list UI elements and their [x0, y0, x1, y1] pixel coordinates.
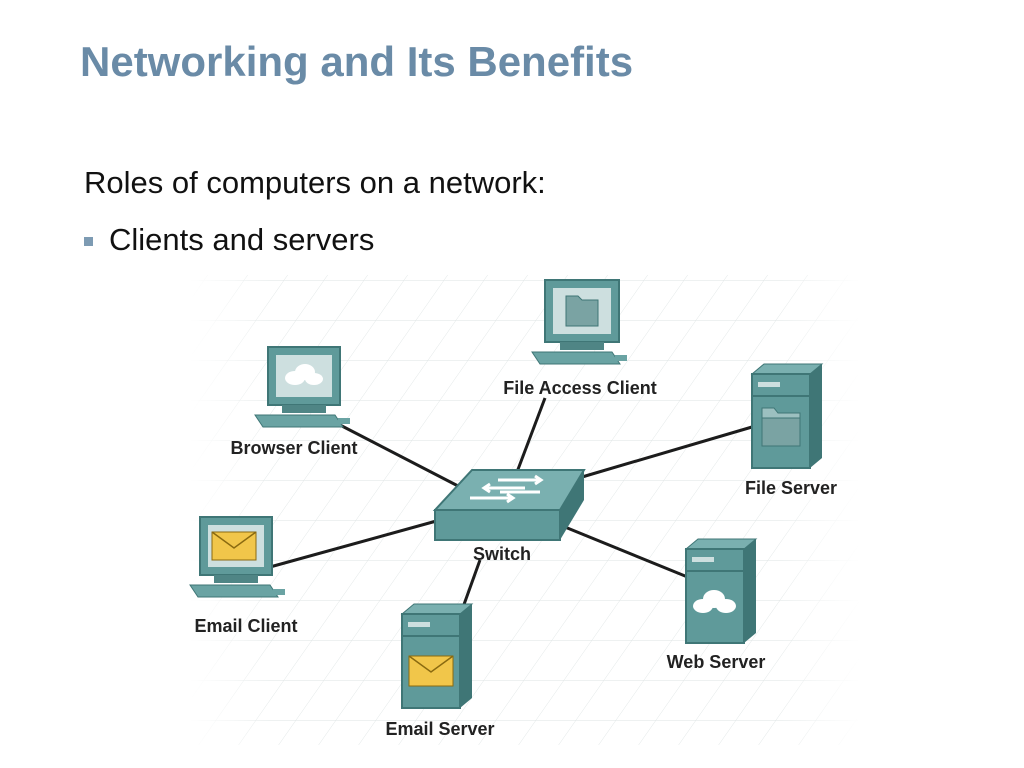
slide-title: Networking and Its Benefits — [80, 38, 634, 85]
label-file-access-client: File Access Client — [503, 378, 656, 398]
email-server — [400, 603, 474, 709]
switch-device — [432, 469, 586, 541]
label-email-server: Email Server — [385, 719, 494, 739]
square-bullet-icon — [84, 236, 93, 246]
label-browser-client: Browser Client — [230, 438, 357, 458]
link-browser-client — [339, 423, 461, 489]
bullet-text: Clients and servers — [109, 222, 375, 257]
envelope-icon — [408, 655, 454, 687]
link-email-client — [269, 518, 441, 569]
link-file-access-client — [515, 397, 547, 473]
link-web-server — [559, 523, 691, 580]
intro-text: Roles of computers on a network: — [84, 165, 546, 200]
browser-client-computer — [254, 346, 350, 428]
web-server — [684, 538, 758, 644]
cloud-icon — [285, 364, 323, 385]
file-access-client-computer — [531, 279, 627, 365]
label-email-client: Email Client — [194, 616, 297, 636]
email-client-computer — [189, 516, 285, 598]
label-file-server: File Server — [745, 478, 837, 498]
arrows-icon — [470, 474, 544, 504]
link-file-server — [581, 425, 753, 479]
bullet-item: Clients and servers — [84, 222, 374, 258]
link-email-server — [460, 559, 482, 611]
envelope-icon — [211, 531, 257, 561]
label-web-server: Web Server — [667, 652, 766, 672]
cloud-icon — [693, 590, 736, 613]
label-switch: Switch — [473, 544, 531, 564]
file-server — [750, 363, 824, 469]
connections — [269, 397, 753, 611]
